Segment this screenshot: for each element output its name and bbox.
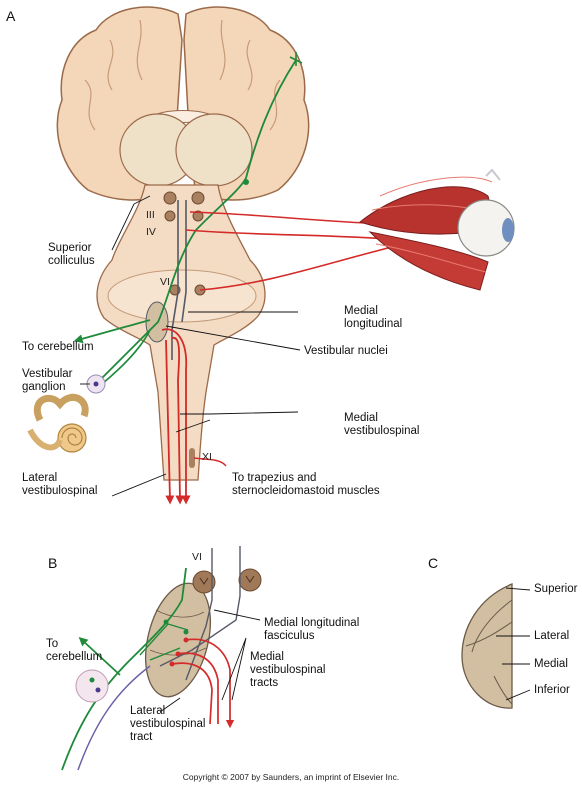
cn-iv-label: IV	[146, 226, 156, 238]
panel-b-label: B	[48, 555, 58, 571]
cn-xi-label: XI	[202, 451, 212, 463]
panel-a-label: A	[6, 8, 16, 24]
copyright-notice: Copyright © 2007 by Saunders, an imprint…	[182, 772, 400, 782]
to-trapezius-label: To trapezius and sternocleidomastoid mus…	[232, 472, 380, 497]
to-cerebellum-label: To cerebellum	[22, 341, 94, 353]
superior-colliculus-label: Superior colliculus	[48, 242, 95, 267]
mlf-pathway	[171, 200, 179, 360]
superior-label: Superior	[534, 583, 578, 595]
lateral-vestibulospinal-tract-label: Lateral vestibulospinal tract	[130, 705, 206, 743]
vestibular-ganglion-label: Vestibular ganglion	[22, 368, 73, 393]
cn-xi-nucleus	[189, 448, 195, 468]
medial-longitudinal-label: Medial longitudinal	[344, 305, 403, 330]
eye-icon	[358, 168, 515, 291]
vestibular-nuclei-label: Vestibular nuclei	[304, 345, 388, 357]
cochlea-icon	[27, 393, 89, 453]
inferior-label: Inferior	[534, 684, 570, 696]
lateral-label: Lateral	[534, 630, 570, 642]
to-cerebellum-label-b: To cerebellum	[46, 638, 103, 663]
spinal-accessory-pathway	[193, 457, 227, 467]
medial-vestibulospinal-tracts	[171, 638, 230, 724]
medial-vestibulospinal-tract	[171, 337, 185, 505]
lateral-vestibulospinal-tract	[165, 339, 175, 505]
panel-c-diagram	[461, 583, 531, 709]
panel-c-label: C	[428, 555, 439, 571]
lateral-vestibulospinal-label: Lateral vestibulospinal	[22, 472, 98, 497]
mlf-left	[185, 548, 213, 681]
vestibular-afferent-b	[61, 567, 187, 771]
cn-vi-label: VI	[160, 276, 170, 288]
medial-label: Medial	[534, 658, 568, 670]
vestibular-nucleus-complex	[145, 582, 211, 698]
cn-iv-nucleus	[164, 210, 176, 222]
cn-vi-nucleus-right	[238, 568, 262, 592]
cn-vi-label-b: VI	[192, 551, 202, 563]
medial-vestibulospinal-tracts-label: Medial vestibulospinal tracts	[250, 651, 326, 689]
medial-vestibulospinal-label: Medial vestibulospinal	[344, 412, 420, 437]
cn-vi-nucleus-left	[192, 570, 216, 594]
cn-iii-label: III	[146, 209, 155, 221]
mlf-right	[159, 546, 241, 667]
panel-a-diagram	[27, 6, 515, 505]
vestibular-ganglion-b	[75, 669, 109, 703]
medial-longitudinal-fasciculus-label: Medial longitudinal fasciculus	[264, 617, 360, 642]
nucleus-subdivision-diagram	[461, 583, 513, 709]
to-cerebellum-arrow	[73, 319, 151, 344]
panel-b-diagram	[61, 546, 262, 771]
brainstem	[96, 184, 266, 481]
cn-iii-nucleus	[163, 191, 177, 205]
